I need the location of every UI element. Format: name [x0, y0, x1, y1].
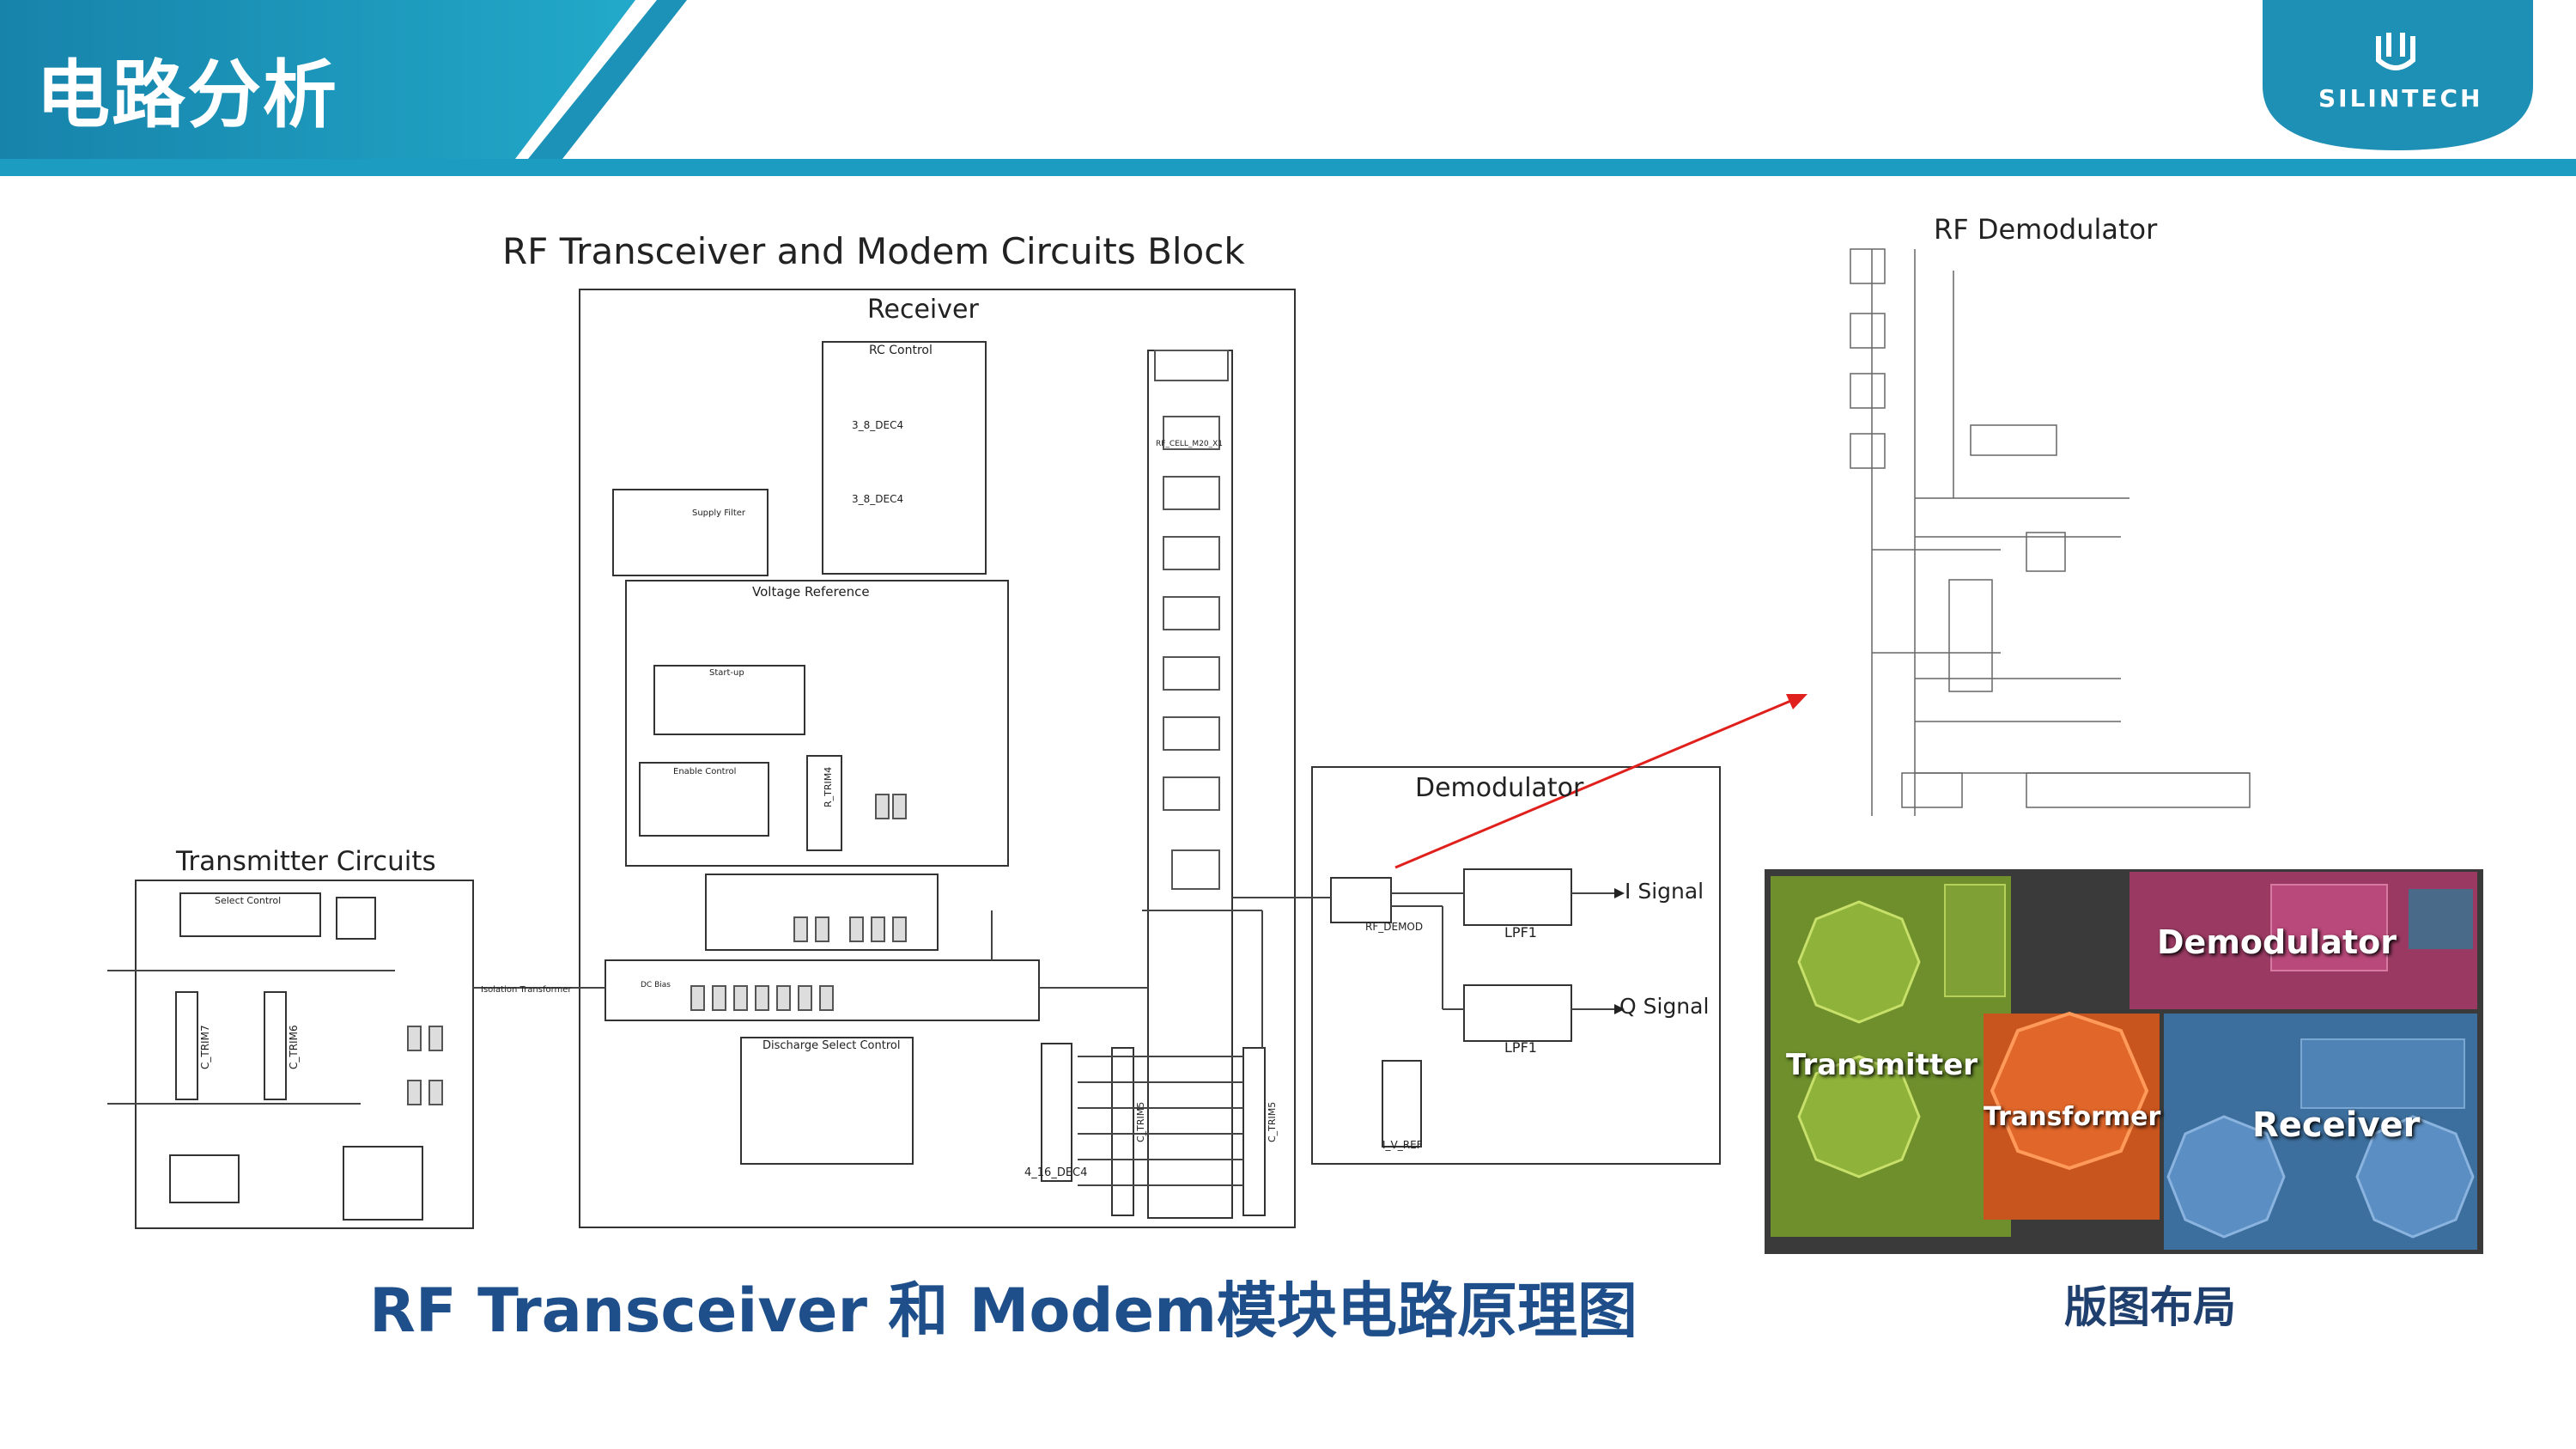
c-trim6-label: C_TRIM6	[288, 1025, 300, 1069]
receiver-label: Receiver	[867, 295, 979, 325]
c-trim7-label: C_TRIM7	[199, 1025, 211, 1069]
tx-switch-block	[336, 897, 376, 940]
demodulator-label: Demodulator	[1415, 773, 1584, 803]
chip-demodulator-label: Demodulator	[2157, 923, 2397, 961]
header-bar: 电路分析 SILINTECH	[0, 0, 2576, 176]
banner-stripe	[528, 0, 687, 159]
lpf1-a-label: LPF1	[1504, 924, 1537, 941]
chip-layout	[1765, 869, 2483, 1254]
c-trim5b-block	[1242, 1047, 1266, 1216]
rf-cell-array	[1154, 350, 1229, 890]
chip-transformer-label: Transformer	[1984, 1102, 2161, 1132]
dc-bias-block	[605, 959, 1040, 1021]
header-underline	[0, 159, 2576, 176]
receiver-block	[579, 289, 1296, 1228]
lpf1-b-label: LPF1	[1504, 1039, 1537, 1056]
i-signal-label: I Signal	[1625, 879, 1704, 904]
chip-transmitter-label: Transmitter	[1786, 1048, 1978, 1082]
c-trim5a-block	[1111, 1047, 1134, 1216]
enable-control-block	[639, 762, 769, 837]
brand-name: SILINTECH	[2318, 84, 2483, 113]
dc-bias-label: DC Bias	[641, 981, 671, 989]
transmitter-block	[135, 880, 474, 1229]
lpf1-a-block	[1463, 868, 1572, 926]
rf-demod-block	[1330, 877, 1392, 923]
dec4-a-label: 3_8_DEC4	[852, 419, 904, 431]
select-control-block	[179, 892, 321, 937]
c-trim7-block	[175, 991, 198, 1100]
dec4-16-block	[1041, 1043, 1072, 1182]
dc-bias-cells	[407, 794, 907, 1105]
title-banner	[0, 0, 635, 159]
rf-demod-label: RF_DEMOD	[1365, 921, 1424, 933]
startup-block	[653, 665, 805, 735]
schematic-caption: RF Transceiver 和 Modem模块电路原理图	[369, 1275, 1638, 1346]
discharge-select-block	[740, 1037, 914, 1165]
c-trim5a-label: C_TRIM5	[1135, 1101, 1146, 1142]
block-title: RF Transceiver and Modem Circuits Block	[502, 230, 1245, 272]
zoom-arrow	[1394, 694, 1807, 869]
voltage-reference-label: Voltage Reference	[752, 584, 870, 600]
dec4-b-label: 3_8_DEC4	[852, 493, 904, 505]
supply-filter-block	[612, 489, 769, 576]
discharge-select-label: Discharge Select Control	[762, 1039, 901, 1052]
r-trim4-label: R_TRIM4	[823, 766, 834, 807]
filter-bank-block	[705, 874, 939, 951]
q-signal-label: Q Signal	[1619, 994, 1710, 1019]
logo-badge	[2263, 0, 2533, 150]
wiring	[107, 892, 1614, 1186]
demodulator-block	[1311, 766, 1721, 1165]
rf-demodulator-detail	[1850, 248, 2251, 816]
rf-cell-label: RF_CELL_M20_X1	[1156, 440, 1224, 448]
lpf1-b-block	[1463, 984, 1572, 1042]
chip-receiver-label: Receiver	[2252, 1105, 2421, 1145]
supply-filter-tx-block	[169, 1154, 240, 1203]
c-trim6-block	[264, 991, 287, 1100]
tx-bias-block	[343, 1146, 423, 1221]
r-trim4-block	[806, 755, 842, 851]
rf-demodulator-title: RF Demodulator	[1934, 213, 2158, 246]
supply-filter-label: Supply Filter	[692, 508, 746, 518]
enable-control-label: Enable Control	[673, 767, 737, 776]
dec4-16-label: 4_16_DEC4	[1024, 1166, 1088, 1179]
c-trim5b-label: C_TRIM5	[1267, 1101, 1278, 1142]
signal-ports	[1614, 888, 1625, 1014]
rc-control-label: RC Control	[869, 344, 933, 357]
page-title: 电路分析	[36, 52, 338, 138]
i-v-ref-block	[1382, 1060, 1422, 1148]
startup-label: Start-up	[709, 668, 744, 678]
layout-caption: 版图布局	[2064, 1282, 2236, 1332]
select-control-label: Select Control	[215, 895, 282, 906]
silintech-logo-icon	[2376, 33, 2415, 70]
isolation-transformer-label: Isolation Transformer	[481, 985, 572, 995]
i-v-ref-label: I_V_REF	[1382, 1139, 1423, 1151]
rc-control-block	[822, 341, 987, 575]
transmitter-label: Transmitter Circuits	[176, 846, 436, 877]
voltage-reference-block	[625, 580, 1009, 867]
header-graphic	[0, 0, 2576, 176]
